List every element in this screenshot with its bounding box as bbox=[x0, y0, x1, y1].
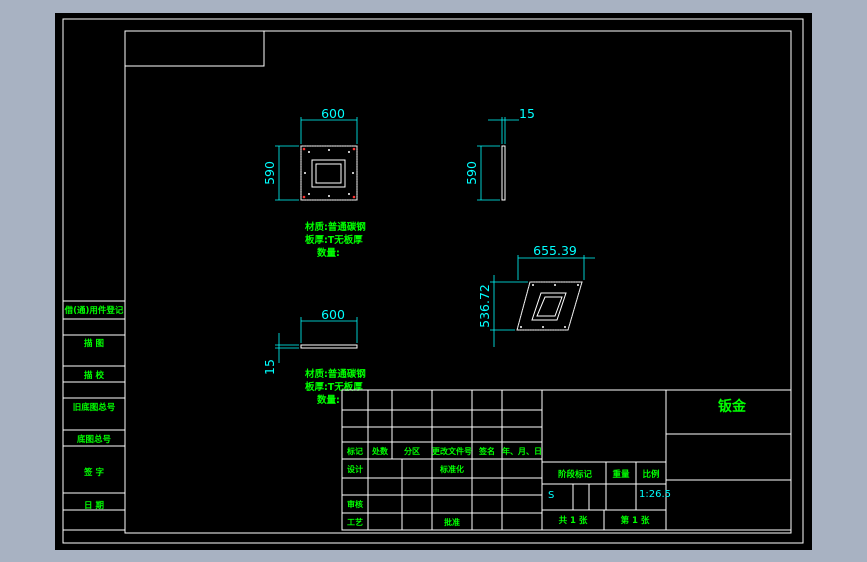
note1-line2: 板厚:T无板厚 bbox=[305, 234, 363, 246]
iso-width-dim: 655.39 bbox=[533, 243, 577, 258]
hole-mark bbox=[302, 147, 306, 151]
material-note-2: 材质:普通碳钢 板厚:T无板厚 数量: bbox=[304, 368, 366, 406]
review-label: 审核 bbox=[347, 499, 363, 509]
sheet-number: 第 1 张 bbox=[621, 515, 650, 526]
side-label-table: 借(通)用件登记 描 图 描 校 旧底图总号 底图总号 签 字 日 期 bbox=[62, 300, 126, 531]
weight-label: 重量 bbox=[612, 469, 630, 480]
front-width-dim: 600 bbox=[321, 106, 345, 121]
top-view[interactable]: 600 15 bbox=[262, 307, 358, 375]
top-thickness-dim: 15 bbox=[262, 359, 277, 375]
drawing-viewport[interactable]: 借(通)用件登记 描 图 描 校 旧底图总号 底图总号 签 字 日 期 600 … bbox=[55, 13, 812, 550]
scale-value: 1:26.5 bbox=[639, 489, 671, 500]
drawing-canvas: 借(通)用件登记 描 图 描 校 旧底图总号 底图总号 签 字 日 期 600 … bbox=[62, 18, 804, 544]
hdr-count: 处数 bbox=[371, 446, 389, 456]
hdr-change-doc: 更改文件号 bbox=[432, 446, 472, 456]
process-label: 工艺 bbox=[347, 517, 363, 527]
note2-line3: 数量: bbox=[316, 394, 340, 406]
note1-line3: 数量: bbox=[316, 247, 340, 259]
hole-mark bbox=[352, 195, 356, 199]
front-view[interactable]: 600 590 bbox=[262, 106, 358, 201]
side-label-5: 签 字 bbox=[83, 467, 104, 478]
side-label-4: 底图总号 bbox=[77, 434, 112, 445]
side-label-3: 旧底图总号 bbox=[73, 402, 116, 413]
note1-line1: 材质:普通碳钢 bbox=[304, 221, 366, 233]
approve-label: 批准 bbox=[444, 517, 460, 527]
hdr-mark: 标记 bbox=[346, 446, 363, 456]
hdr-date: 年、月、日 bbox=[502, 446, 542, 456]
note2-line2: 板厚:T无板厚 bbox=[305, 381, 363, 393]
design-label: 设计 bbox=[347, 464, 363, 474]
part-name: 钣金 bbox=[718, 398, 747, 415]
title-block: 钣金 阶段标记 重量 比例 S 1:26.5 共 1 张 第 1 张 标记 处数 bbox=[341, 389, 792, 531]
stage-mark-label: 阶段标记 bbox=[558, 469, 593, 480]
hole-mark bbox=[302, 195, 306, 199]
iso-height-dim: 536.72 bbox=[477, 284, 492, 328]
scale-label: 比例 bbox=[642, 469, 660, 480]
front-height-dim: 590 bbox=[262, 161, 277, 185]
side-view[interactable]: 15 590 bbox=[464, 106, 535, 201]
side-label-2: 描 校 bbox=[84, 370, 104, 381]
iso-view[interactable]: 655.39 536.72 bbox=[477, 243, 595, 347]
hole-mark bbox=[352, 147, 356, 151]
standardize-label: 标准化 bbox=[439, 464, 464, 474]
stage-value: S bbox=[548, 490, 554, 501]
material-note-1: 材质:普通碳钢 板厚:T无板厚 数量: bbox=[304, 221, 366, 259]
hdr-zone: 分区 bbox=[404, 446, 420, 456]
side-label-0: 借(通)用件登记 bbox=[64, 305, 124, 316]
side-label-1: 描 图 bbox=[84, 338, 104, 349]
note2-line1: 材质:普通碳钢 bbox=[304, 368, 366, 380]
side-thickness-dim: 15 bbox=[519, 106, 535, 121]
outer-border bbox=[62, 18, 804, 544]
top-width-dim: 600 bbox=[321, 307, 345, 322]
side-label-6: 日 期 bbox=[84, 500, 104, 511]
hdr-sign: 签名 bbox=[478, 446, 495, 456]
code-box bbox=[124, 30, 265, 67]
inner-border bbox=[124, 30, 792, 534]
side-height-dim: 590 bbox=[464, 161, 479, 185]
sheets-total: 共 1 张 bbox=[559, 515, 588, 526]
